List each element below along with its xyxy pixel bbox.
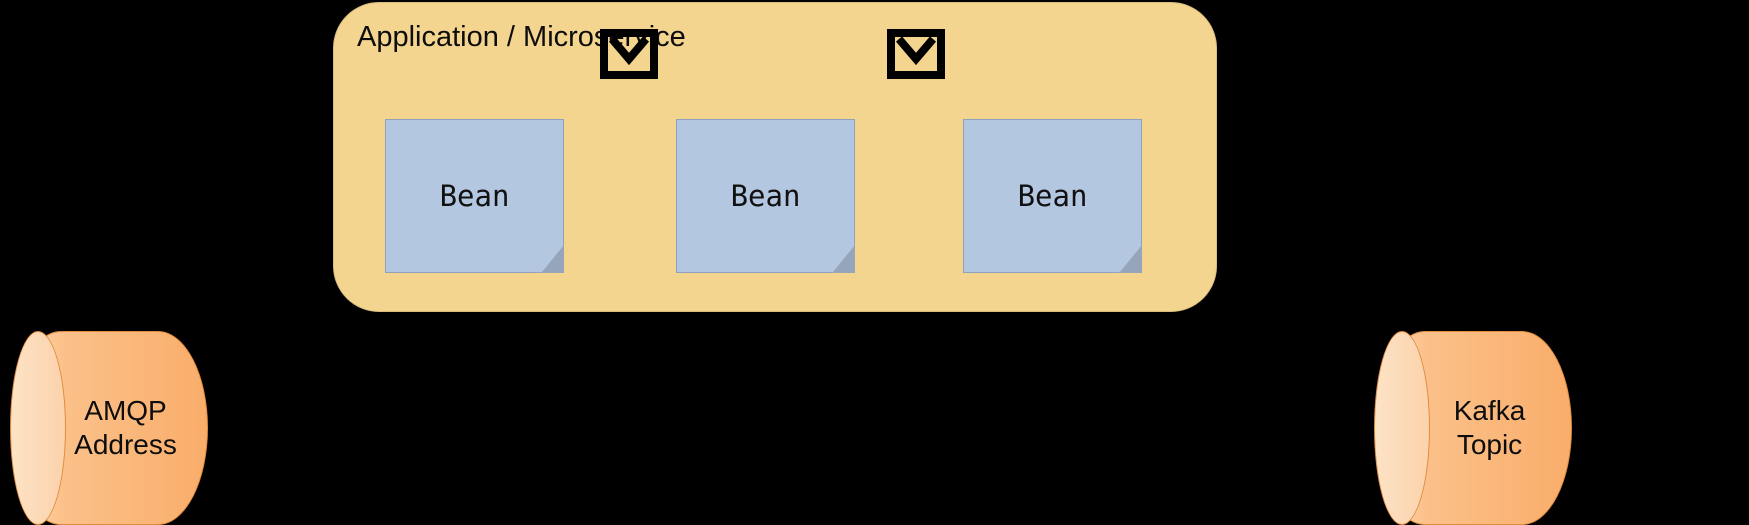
bean-node[interactable]: Bean [963, 119, 1142, 273]
kafka-topic-label-line2: Topic [1456, 429, 1523, 460]
bean-document-shape [676, 119, 855, 273]
bean-label: Bean [439, 179, 510, 213]
bean-document-shape [963, 119, 1142, 273]
amqp-address-label: AMQP Address [51, 394, 200, 462]
amqp-address-node[interactable]: AMQP Address [10, 331, 208, 525]
bean-node[interactable]: Bean [676, 119, 855, 273]
kafka-topic-label: Kafka Topic [1415, 394, 1564, 462]
application-container: Application / Microservice Bean Bean [333, 2, 1217, 312]
envelope-icon [887, 29, 945, 79]
amqp-address-label-line2: Address [74, 429, 177, 460]
kafka-topic-label-line1: Kafka [1453, 395, 1526, 426]
bean-label: Bean [1017, 179, 1088, 213]
bean-label: Bean [730, 179, 801, 213]
envelope-icon [600, 29, 658, 79]
cylinder-cap [1374, 331, 1430, 525]
bean-node[interactable]: Bean [385, 119, 564, 273]
kafka-topic-node[interactable]: Kafka Topic [1374, 331, 1572, 525]
bean-document-shape [385, 119, 564, 273]
amqp-address-label-line1: AMQP [84, 395, 167, 426]
